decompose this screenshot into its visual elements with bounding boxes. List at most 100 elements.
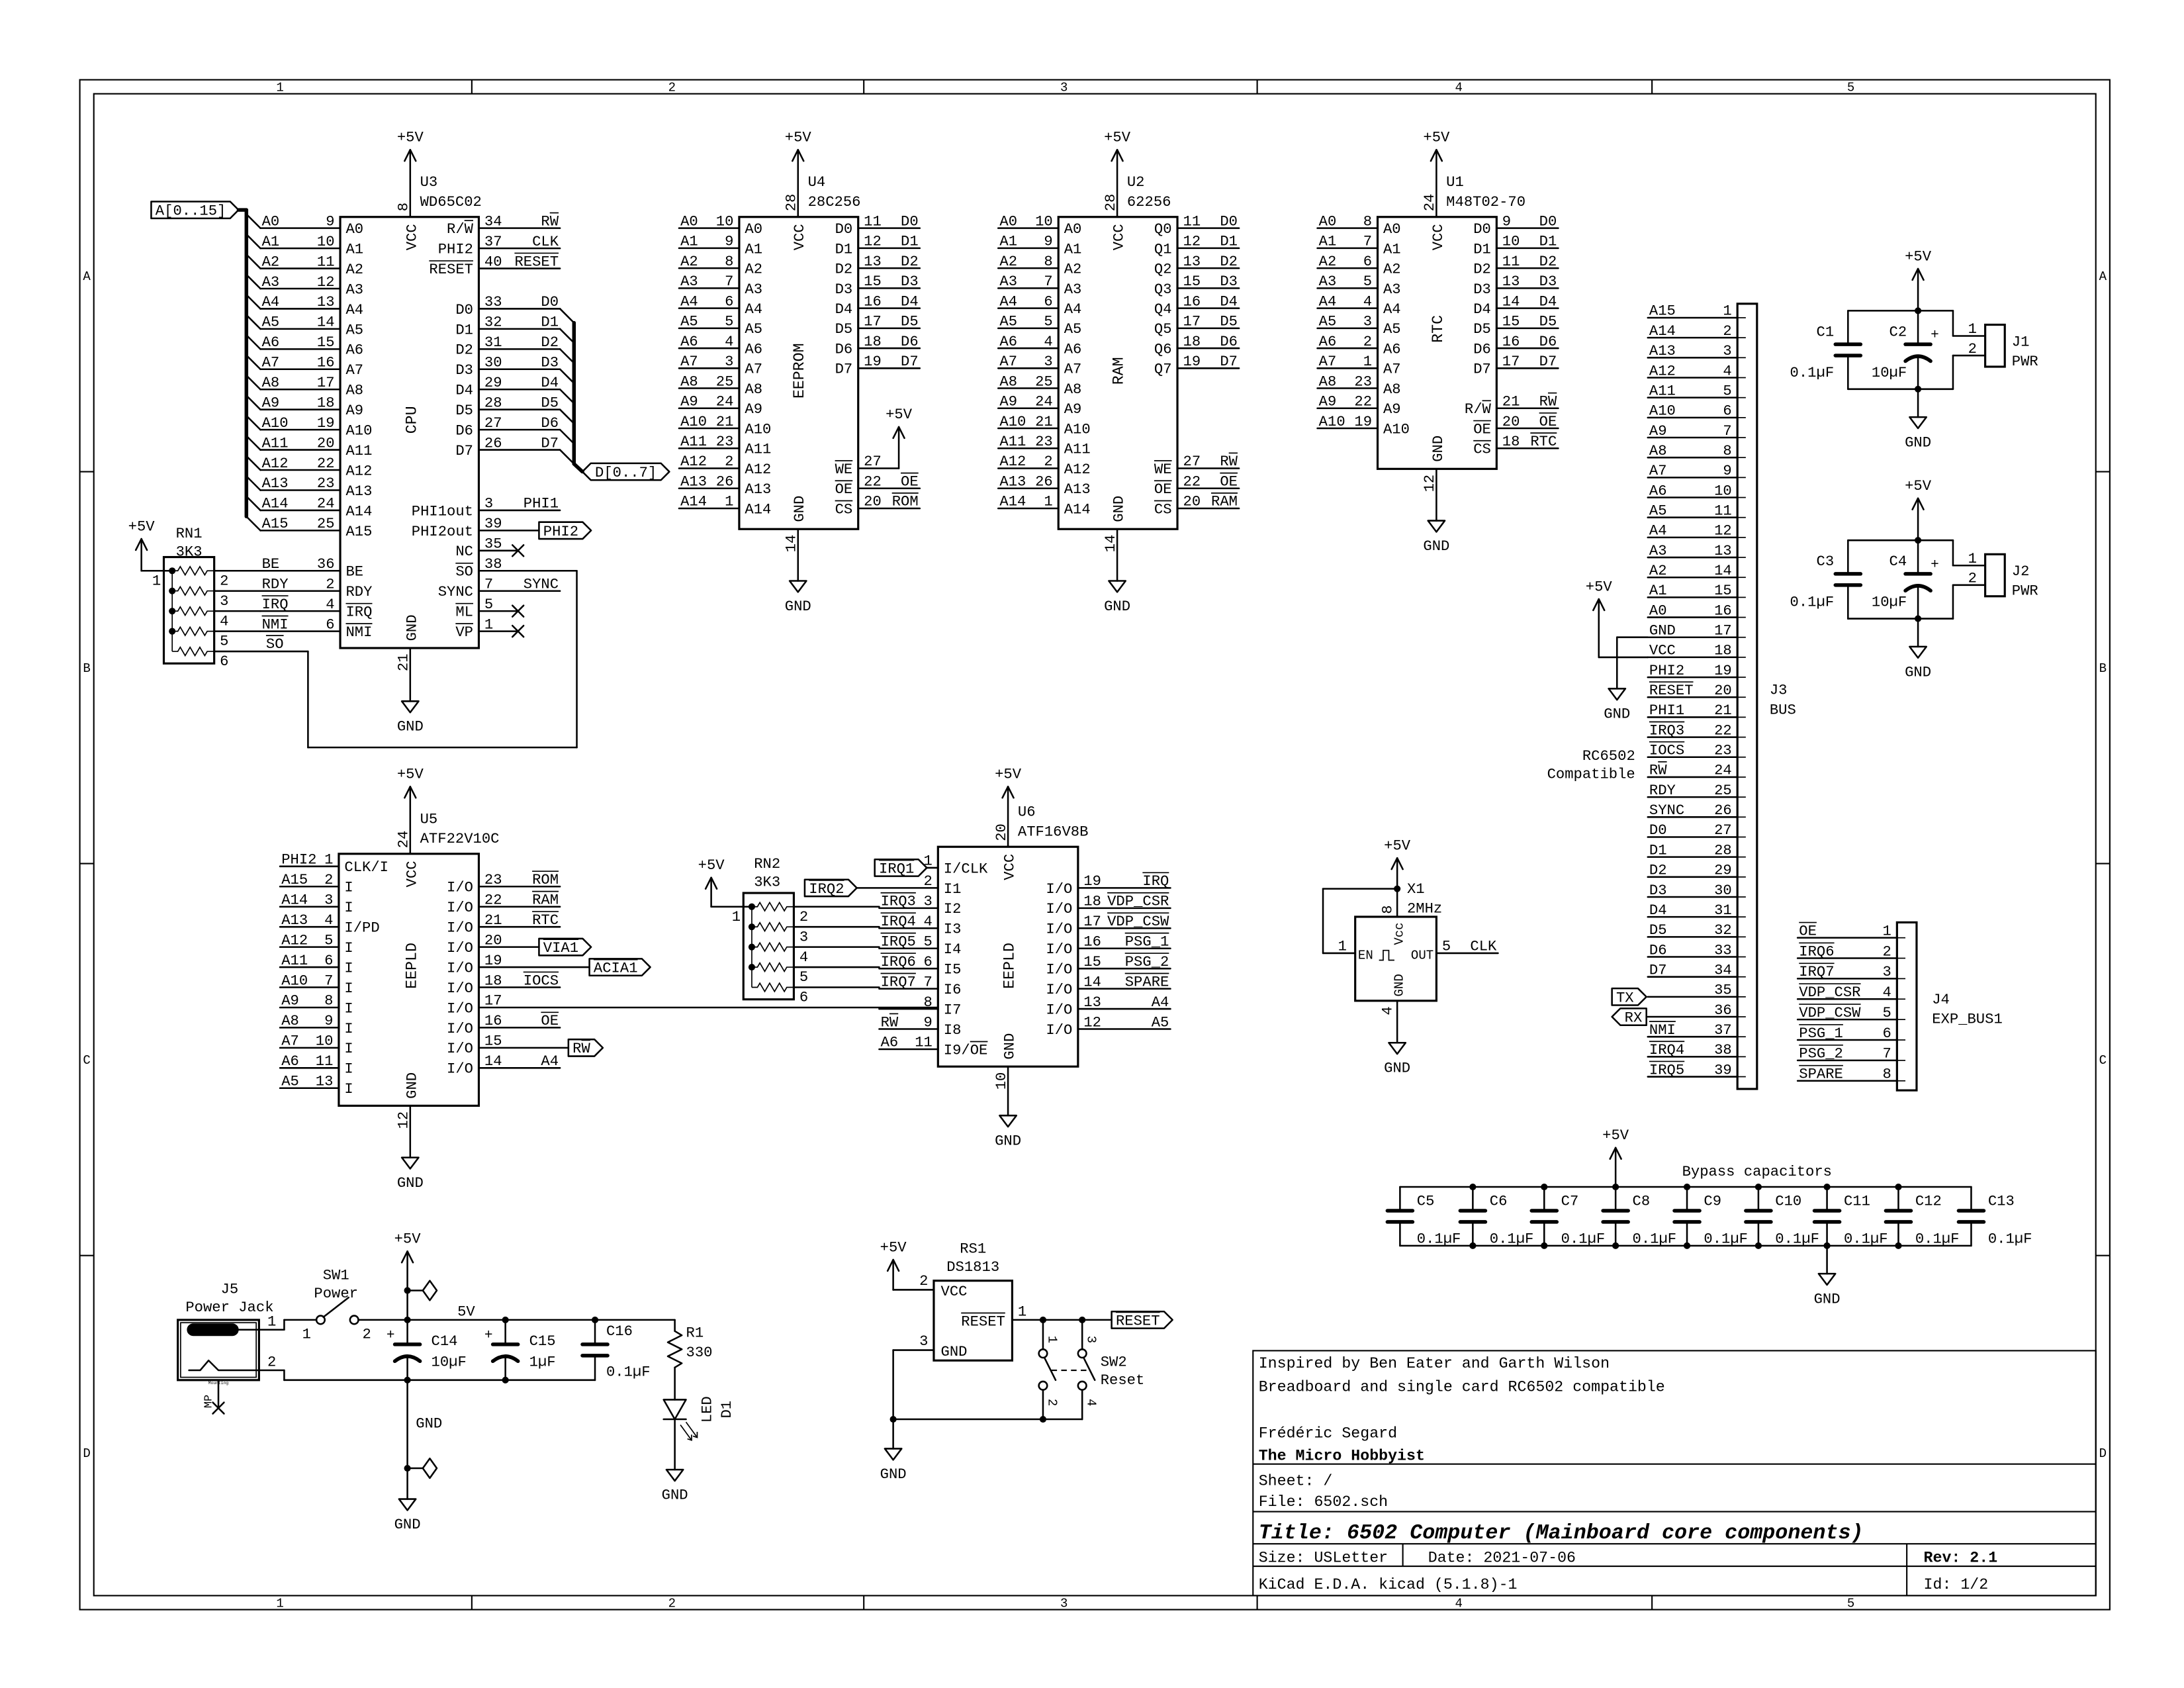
- net-label: A6: [999, 334, 1017, 350]
- switch-contact-icon: [1077, 1348, 1087, 1359]
- net-label: A6: [1319, 334, 1337, 350]
- net-label: D2: [1649, 863, 1667, 879]
- pin-name: VCC: [1002, 854, 1019, 880]
- pin-name: Q6: [1154, 341, 1172, 357]
- bus-entry: [246, 455, 261, 471]
- net-label: RW: [541, 213, 559, 230]
- net-label: ROM: [532, 872, 559, 888]
- pin-name: RESET: [429, 261, 473, 278]
- net-label: PHI2: [281, 852, 316, 868]
- pin-name: A9: [345, 402, 363, 419]
- pin-number: 10: [316, 1033, 334, 1050]
- capacitor-reference: C6: [1490, 1194, 1508, 1210]
- net-label: A0: [1649, 602, 1667, 619]
- pin-number: 2: [1044, 1399, 1059, 1406]
- pin-number: 12: [1422, 475, 1438, 492]
- gnd-label: GND: [1814, 1291, 1841, 1308]
- pin-number: 14: [1714, 563, 1732, 579]
- pin-name: A11: [345, 443, 372, 459]
- switch-contact-icon: [1077, 1380, 1087, 1391]
- pin-name: A15: [345, 524, 372, 540]
- net-label: A8: [1649, 443, 1667, 459]
- net-label: D3: [901, 273, 919, 290]
- pin-name: OE: [1154, 481, 1172, 498]
- bus-entry: [246, 273, 261, 290]
- net-label: PSG_2: [1799, 1046, 1843, 1062]
- pin-number: 16: [484, 1013, 502, 1029]
- pin-name: A7: [345, 362, 363, 379]
- pin-number: 22: [1183, 473, 1201, 490]
- power-flag-icon: [422, 1280, 438, 1301]
- pin-name: EN: [1358, 948, 1373, 962]
- pin-number: 25: [716, 373, 734, 390]
- j3-value: BUS: [1770, 702, 1796, 718]
- ground-icon: [1427, 520, 1446, 533]
- u2-part-number: 62256: [1127, 194, 1171, 211]
- pin-name: A14: [745, 501, 771, 518]
- pin-number: 13: [1714, 543, 1732, 559]
- capacitor-reference: C9: [1704, 1194, 1721, 1210]
- pin-number: 4: [1380, 1006, 1396, 1015]
- pin-number: 8: [1723, 443, 1731, 459]
- pin-number: 5: [725, 314, 733, 330]
- pin-name: GND: [1002, 1033, 1019, 1060]
- net-hier-label-shape: [874, 858, 928, 877]
- pin-name: D3: [455, 362, 473, 379]
- junction-dot: [1754, 1242, 1762, 1249]
- capacitor-value: 10µF: [1872, 594, 1907, 611]
- capacitor-reference: C12: [1915, 1194, 1942, 1210]
- pin-name: CS: [835, 501, 853, 518]
- pin-number: 3: [220, 593, 228, 610]
- pin-number: 1: [152, 573, 161, 589]
- pin-number: 10: [993, 1072, 1010, 1090]
- pin-number: 1: [1044, 494, 1052, 510]
- junction-dot: [1541, 1183, 1548, 1191]
- pin-number: 24: [1422, 194, 1438, 212]
- net-label: SPARE: [1125, 974, 1169, 990]
- pin-name: A3: [1383, 281, 1401, 298]
- net-label: D5: [541, 395, 559, 411]
- net-label: VDP_CSR: [1799, 984, 1860, 1001]
- pin-number: 9: [924, 1014, 933, 1031]
- net-label: A6: [680, 334, 698, 350]
- pin-number: 13: [317, 294, 335, 310]
- j5-value: Power Jack: [185, 1299, 273, 1316]
- net-label: CLK: [1470, 939, 1497, 955]
- pin-number: 4: [220, 613, 228, 630]
- pin-number: 3: [1363, 314, 1372, 330]
- pin-number: 21: [396, 653, 412, 671]
- net-label: IRQ3: [881, 894, 916, 910]
- pin-number: 23: [716, 434, 734, 450]
- pin-name: Q1: [1154, 241, 1172, 258]
- pin-name: VCC: [1111, 224, 1128, 250]
- pin-number: 1: [1883, 923, 1891, 939]
- pin-number: 6: [1363, 254, 1372, 270]
- j5-power-jack-body: [180, 1322, 257, 1378]
- net-label: A2: [999, 254, 1017, 270]
- pin-number: 6: [326, 616, 334, 633]
- net-label: IRQ4: [1649, 1042, 1684, 1058]
- pin-name: Q2: [1154, 261, 1172, 278]
- net-label: OE: [541, 1013, 559, 1029]
- pin-number: 3: [1044, 353, 1052, 370]
- pin-number: 18: [864, 334, 882, 350]
- pin-name: A12: [345, 463, 372, 479]
- pin-number: 37: [1714, 1022, 1732, 1039]
- pin-name: I: [344, 940, 353, 957]
- pin-number: 2: [326, 576, 334, 592]
- title-block: [1252, 1350, 2097, 1597]
- net-label: D1: [901, 234, 919, 250]
- net-hier-label: VIA1: [543, 940, 578, 957]
- capacitor-value: 10µF: [1872, 365, 1907, 381]
- net-label: RDY: [262, 576, 289, 592]
- net-label: D3: [1649, 882, 1667, 899]
- net-label: A2: [1649, 563, 1667, 579]
- pin-name: A14: [1064, 501, 1091, 518]
- net-label: A5: [281, 1074, 299, 1090]
- net-label: IOCS: [523, 972, 559, 989]
- pin-number: 7: [324, 972, 333, 989]
- net-label: D6: [1649, 942, 1667, 959]
- pin-number: 4: [1044, 334, 1052, 350]
- j3-connector-body: [1736, 303, 1758, 1090]
- net-label: A4: [262, 294, 280, 310]
